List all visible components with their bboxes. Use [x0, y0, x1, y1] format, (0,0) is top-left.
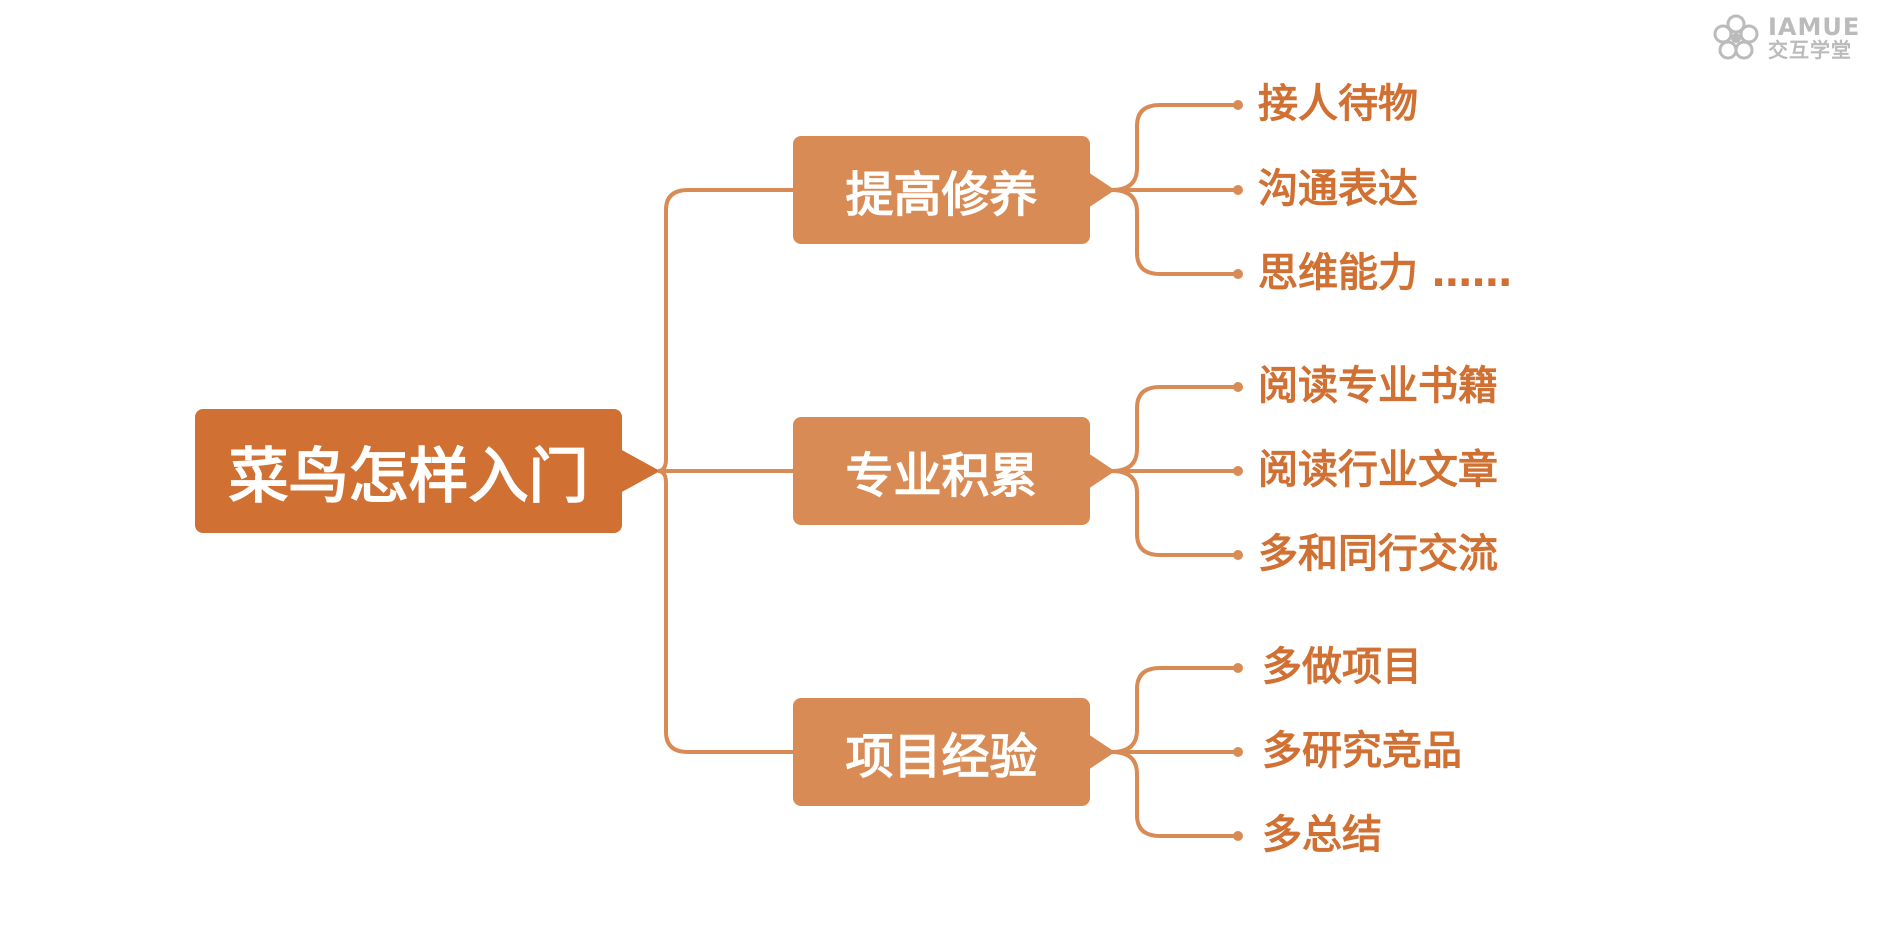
watermark-brand: IAMUE: [1768, 12, 1861, 41]
branch-node-project: 项目经验: [793, 698, 1090, 806]
leaf-label: 沟通表达: [1258, 166, 1418, 212]
leaf-dot: [1233, 663, 1243, 673]
leaf-label: 多总结: [1262, 812, 1382, 858]
leaf-label: 多研究竞品: [1262, 728, 1462, 774]
leaf-label: 多做项目: [1262, 644, 1422, 690]
root-pointer: [620, 449, 660, 493]
flower-logo-icon: [1713, 14, 1759, 60]
watermark-subtitle: 交互学堂: [1768, 38, 1852, 63]
branch-pointer: [1088, 453, 1115, 489]
leaf-dot: [1233, 382, 1243, 392]
watermark: IAMUE 交互学堂: [1710, 10, 1880, 66]
branch-connector: [1111, 750, 1236, 838]
branch-node-cultivation: 提高修养: [793, 136, 1090, 244]
leaf-dot: [1233, 185, 1243, 195]
leaf-dot: [1233, 550, 1243, 560]
root-connector: [657, 469, 795, 754]
leaf-dot: [1233, 831, 1243, 841]
branch-connector: [1111, 666, 1236, 754]
leaf-dot: [1233, 466, 1243, 476]
branch-pointer: [1088, 734, 1115, 770]
watermark-text: IAMUE 交互学堂: [1768, 12, 1861, 63]
branch-node-professional: 专业积累: [793, 417, 1090, 525]
branch-pointer: [1088, 172, 1115, 208]
leaf-label: 思维能力 ……: [1258, 250, 1512, 296]
leaf-label: 阅读专业书籍: [1258, 363, 1498, 409]
leaf-dot: [1233, 100, 1243, 110]
root-node: 菜鸟怎样入门: [195, 409, 622, 533]
leaf-label: 多和同行交流: [1258, 531, 1498, 577]
leaf-label: 接人待物: [1258, 81, 1418, 127]
leaf-dot: [1233, 269, 1243, 279]
branch-connector: [1111, 385, 1236, 473]
branch-connector: [1111, 469, 1236, 557]
leaf-label: 阅读行业文章: [1258, 447, 1498, 493]
branch-connector: [1111, 188, 1236, 276]
leaf-dot: [1233, 747, 1243, 757]
root-connector: [657, 188, 795, 473]
branch-connector: [1111, 103, 1236, 192]
